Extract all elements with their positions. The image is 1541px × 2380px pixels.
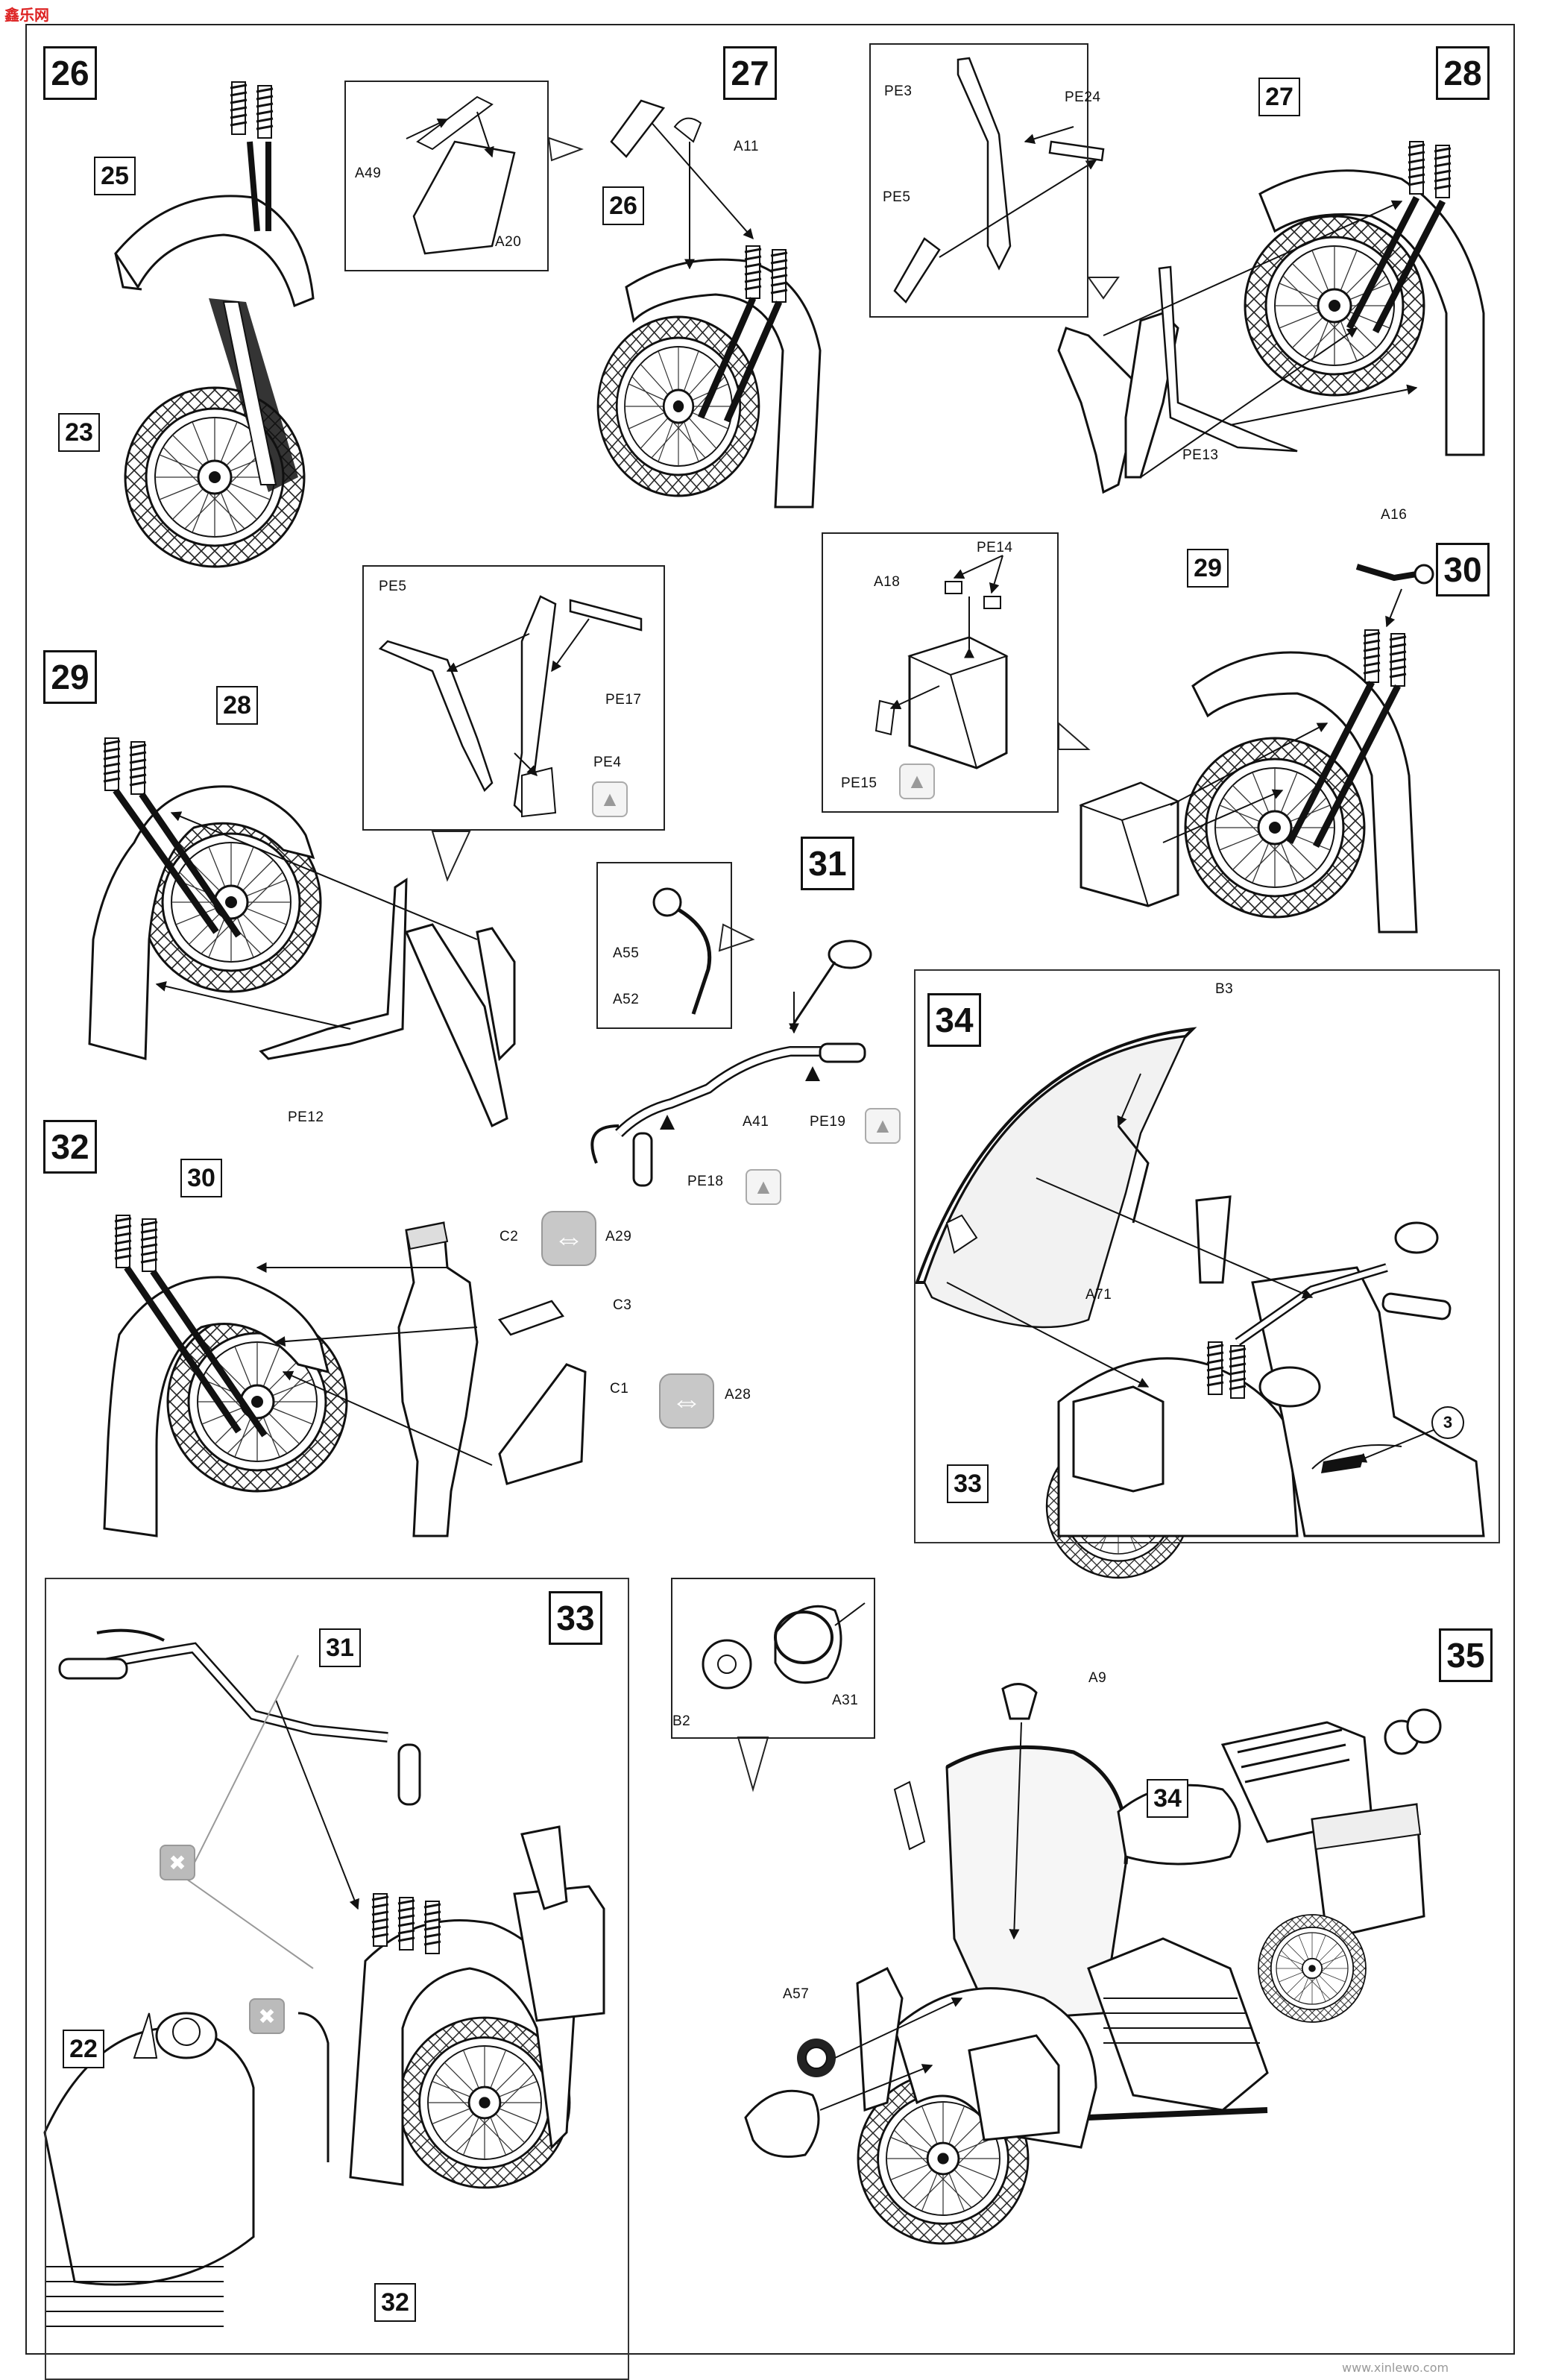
page-frame	[25, 24, 1515, 2355]
part-label-a41: A41	[743, 1114, 769, 1130]
part-label-a55: A55	[613, 945, 640, 961]
part-label-c3: C3	[613, 1297, 632, 1313]
part-label-pe17: PE17	[605, 692, 642, 708]
step-number-27: 27	[723, 46, 777, 100]
part-label-a18: A18	[874, 574, 901, 590]
ref-step-22: 22	[63, 2030, 104, 2068]
ref-step-25: 25	[94, 157, 136, 195]
part-label-a11: A11	[734, 139, 759, 154]
pe-part-icon: ▲	[899, 764, 935, 799]
part-label-pe5-step28: PE5	[883, 189, 911, 205]
step-number-35: 35	[1439, 1628, 1493, 1682]
left-right-symmetric-icon: ⇔	[541, 1211, 596, 1266]
ref-step-28: 28	[216, 686, 258, 725]
part-label-pe15: PE15	[841, 775, 877, 791]
ref-step-27: 27	[1258, 78, 1300, 116]
part-label-b2: B2	[672, 1713, 691, 1729]
callout-box-step28	[869, 43, 1088, 318]
panel-step33	[45, 1578, 629, 2380]
ref-step-26: 26	[602, 186, 644, 225]
callout-box-step31	[596, 862, 732, 1029]
ref-step-33: 33	[947, 1464, 989, 1503]
part-label-pe14: PE14	[977, 540, 1013, 555]
remove-part-icon: ✖	[249, 1998, 285, 2034]
part-label-pe18: PE18	[687, 1174, 724, 1189]
step-number-29: 29	[43, 650, 97, 704]
ref-step-31: 31	[319, 1628, 361, 1667]
part-label-a71: A71	[1085, 1287, 1112, 1303]
part-label-a20: A20	[495, 234, 522, 250]
part-label-pe4: PE4	[593, 755, 622, 770]
part-label-a52: A52	[613, 992, 640, 1007]
part-label-a57: A57	[783, 1986, 810, 2002]
part-label-pe12: PE12	[288, 1109, 324, 1125]
part-label-pe19: PE19	[810, 1114, 846, 1130]
part-label-pe24: PE24	[1065, 89, 1101, 105]
decal-number-3: 3	[1431, 1406, 1464, 1439]
part-label-a29: A29	[605, 1229, 632, 1244]
step-number-34: 34	[927, 993, 981, 1047]
pe-part-icon: ▲	[746, 1169, 781, 1205]
part-label-c1: C1	[610, 1381, 629, 1397]
callout-box-step35	[671, 1578, 875, 1739]
left-right-symmetric-icon: ⇔	[659, 1373, 714, 1429]
part-label-a16: A16	[1381, 507, 1408, 523]
watermark-url: www.xinlewo.com	[1342, 2361, 1449, 2375]
callout-box-step30	[822, 532, 1059, 813]
part-label-pe5-step29: PE5	[379, 579, 407, 594]
callout-box-step27	[344, 81, 549, 271]
part-label-a31: A31	[832, 1693, 859, 1708]
ref-step-30: 30	[180, 1159, 222, 1197]
pe-part-icon: ▲	[592, 781, 628, 817]
step-number-32: 32	[43, 1120, 97, 1174]
ref-step-34: 34	[1147, 1779, 1188, 1818]
part-label-a49: A49	[355, 166, 382, 181]
ref-step-23: 23	[58, 413, 100, 452]
part-label-pe3: PE3	[884, 84, 913, 99]
pe-part-icon: ▲	[865, 1108, 901, 1144]
ref-step-32: 32	[374, 2283, 416, 2322]
watermark-logo: 鑫乐网	[4, 6, 49, 24]
callout-box-step29	[362, 565, 665, 831]
step-number-33: 33	[549, 1591, 602, 1645]
ref-step-29: 29	[1187, 549, 1229, 588]
step-number-30: 30	[1436, 543, 1490, 596]
step-number-26: 26	[43, 46, 97, 100]
part-label-a9: A9	[1088, 1670, 1107, 1686]
step-number-28: 28	[1436, 46, 1490, 100]
part-label-c2: C2	[500, 1229, 519, 1244]
remove-part-icon: ✖	[160, 1845, 195, 1880]
step-number-31: 31	[801, 837, 854, 890]
panel-step34	[914, 969, 1500, 1543]
part-label-a28: A28	[725, 1387, 751, 1402]
part-label-b3: B3	[1215, 981, 1234, 997]
part-label-pe13: PE13	[1182, 447, 1219, 463]
